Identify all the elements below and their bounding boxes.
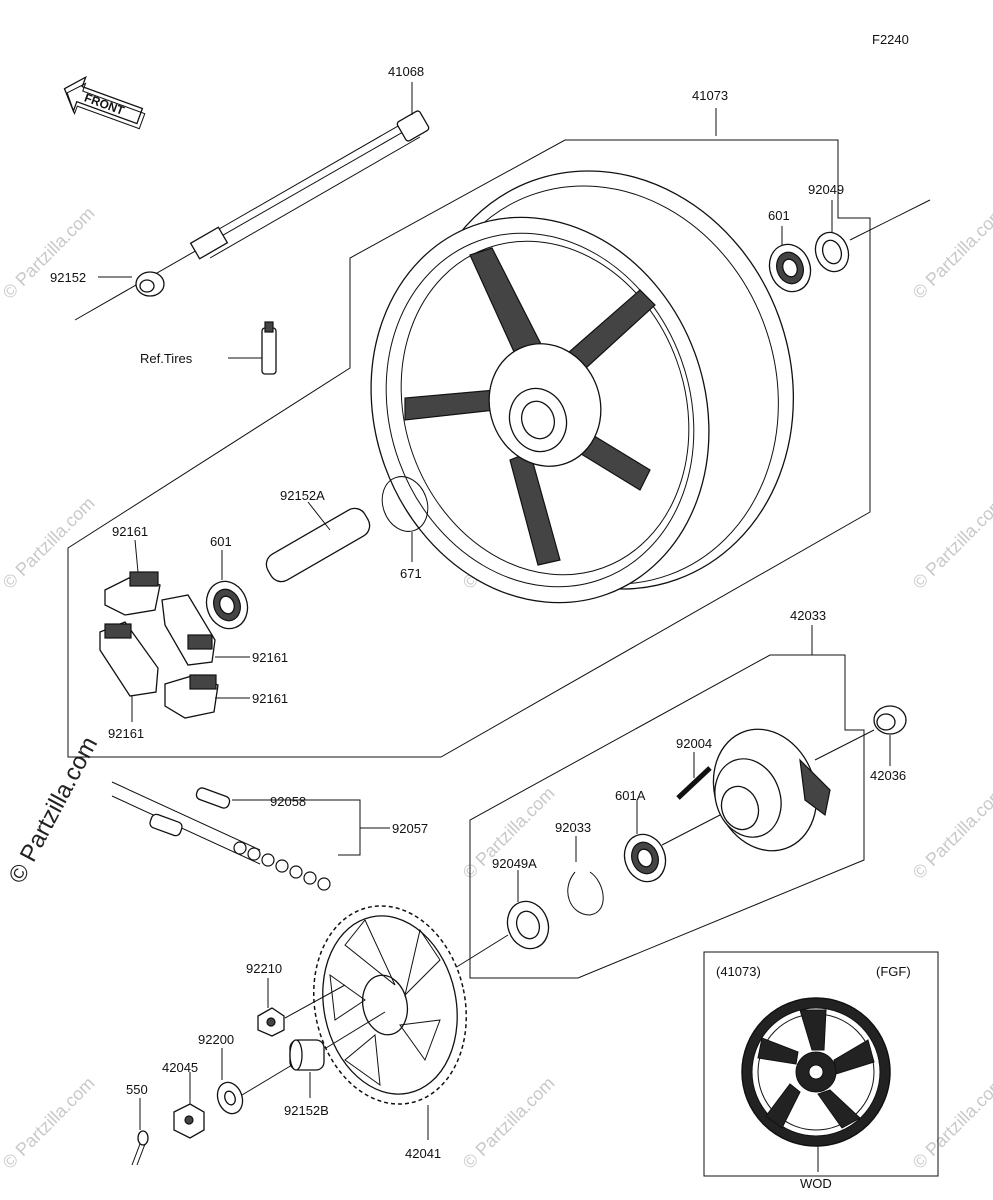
label-42045: 42045 bbox=[162, 1060, 198, 1075]
label-92161-c: 92161 bbox=[252, 691, 288, 706]
label-92057: 92057 bbox=[392, 821, 428, 836]
label-92058: 92058 bbox=[270, 794, 306, 809]
watermark: © Partzilla.com bbox=[909, 783, 993, 883]
valve-stem bbox=[261, 321, 277, 375]
bearing-601A bbox=[623, 833, 667, 883]
sprocket-hub-42033 bbox=[712, 728, 831, 852]
label-92161-a: 92161 bbox=[112, 524, 148, 539]
label-92161-d: 92161 bbox=[108, 726, 144, 741]
circlip-92033 bbox=[567, 871, 604, 916]
collar-92152A bbox=[265, 507, 371, 583]
damper-rubbers-92161 bbox=[99, 571, 219, 719]
label-92161-b: 92161 bbox=[252, 650, 288, 665]
label-92004: 92004 bbox=[676, 736, 712, 751]
label-92152A: 92152A bbox=[280, 488, 325, 503]
label-92049: 92049 bbox=[808, 182, 844, 197]
label-601A: 601A bbox=[615, 788, 646, 803]
label-92033: 92033 bbox=[555, 820, 591, 835]
watermark: © Partzilla.com bbox=[909, 203, 993, 303]
watermark: © Partzilla.com bbox=[0, 203, 99, 303]
washer-92200 bbox=[216, 1081, 244, 1115]
figure-code: F2240 bbox=[872, 32, 909, 47]
collar-42036 bbox=[873, 705, 907, 735]
wheel-41073 bbox=[370, 170, 795, 604]
collar-92152B bbox=[289, 1039, 325, 1071]
assembly-outline bbox=[67, 139, 871, 758]
label-42033: 42033 bbox=[790, 608, 826, 623]
nut-42045 bbox=[173, 1103, 205, 1139]
watermark: © Partzilla.com bbox=[909, 493, 993, 593]
stud-92004 bbox=[676, 766, 712, 800]
ref-tires-label: Ref.Tires bbox=[140, 351, 193, 366]
bearing-601-left bbox=[205, 580, 249, 630]
seal-92049A bbox=[506, 900, 550, 950]
watermark-prominent: © Partzilla.com bbox=[3, 732, 103, 887]
inset-color-label: WOD bbox=[800, 1176, 832, 1191]
hub-outline bbox=[469, 654, 865, 979]
label-92200: 92200 bbox=[198, 1032, 234, 1047]
collar-92152 bbox=[135, 271, 165, 297]
sprocket-42041 bbox=[312, 905, 468, 1105]
inset-ref-label: (41073) bbox=[716, 964, 761, 979]
front-arrow-icon: FRONT bbox=[63, 75, 146, 130]
label-42041: 42041 bbox=[405, 1146, 441, 1161]
label-42036: 42036 bbox=[870, 768, 906, 783]
label-601-left: 601 bbox=[210, 534, 232, 549]
watermark: © Partzilla.com bbox=[0, 1073, 99, 1173]
inset-variant-label: (FGF) bbox=[876, 964, 911, 979]
bearing-601-top bbox=[768, 243, 812, 293]
label-92049A: 92049A bbox=[492, 856, 537, 871]
watermark: © Partzilla.com bbox=[909, 1073, 993, 1173]
label-550: 550 bbox=[126, 1082, 148, 1097]
label-92210: 92210 bbox=[246, 961, 282, 976]
axle-41068 bbox=[74, 110, 430, 321]
watermark: © Partzilla.com bbox=[0, 493, 99, 593]
label-671: 671 bbox=[400, 566, 422, 581]
label-41073: 41073 bbox=[692, 88, 728, 103]
label-92152: 92152 bbox=[50, 270, 86, 285]
label-41068: 41068 bbox=[388, 64, 424, 79]
seal-92049 bbox=[814, 231, 850, 273]
cotter-pin-550 bbox=[131, 1130, 149, 1166]
chain-92057 bbox=[111, 781, 331, 891]
nut-92210 bbox=[257, 1007, 285, 1037]
oring-671 bbox=[381, 476, 429, 532]
inset-variant: (41073) (FGF) WOD bbox=[703, 951, 939, 1191]
watermark: © Partzilla.com bbox=[459, 1073, 559, 1173]
label-601-top: 601 bbox=[768, 208, 790, 223]
label-92152B: 92152B bbox=[284, 1103, 329, 1118]
